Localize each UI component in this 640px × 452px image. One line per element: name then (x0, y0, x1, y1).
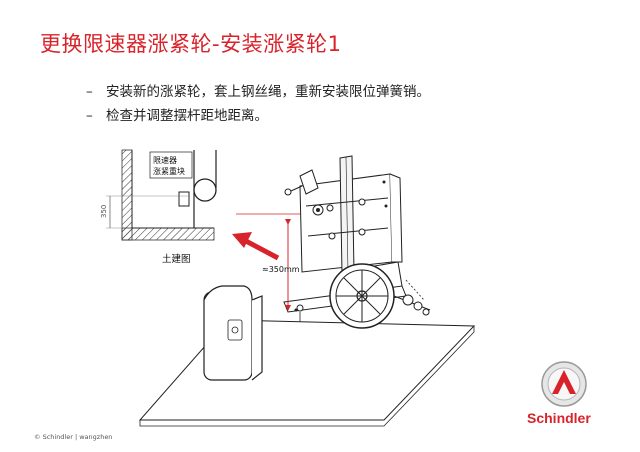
slide-title: 更换限速器涨紧轮-安装涨紧轮1 (40, 32, 342, 56)
axle-hardware (393, 279, 431, 316)
distance-label: ≈350mm (262, 265, 300, 274)
footer-copyright: © Schindler | wangzhen (34, 433, 113, 441)
schindler-logo-text: Schindler (527, 410, 591, 426)
bullet-item: –检查并调整摆杆距地距离。 (86, 104, 430, 128)
red-arrow-icon (232, 232, 280, 261)
pit-label-line1: 限速器 (153, 156, 177, 165)
bullet-text: 安装新的涨紧轮，套上钢丝绳，重新安装限位弹簧销。 (106, 84, 430, 100)
pit-floor (138, 319, 476, 427)
dimension-350-text: 350 (100, 205, 108, 218)
bullet-text: 检查并调整摆杆距地距离。 (106, 108, 268, 124)
guide-rail-assembly (284, 155, 403, 275)
civil-pit-drawing: 限速器 涨紧重块 350 土建图 (100, 149, 217, 265)
schindler-logo-icon (541, 361, 587, 407)
civil-drawing-caption: 土建图 (162, 253, 191, 265)
bullet-dash: – (86, 108, 93, 124)
tension-pulley-wheel (329, 263, 395, 329)
pit-label-line2: 涨紧重块 (153, 166, 185, 176)
bullet-list: –安装新的涨紧轮，套上钢丝绳，重新安装限位弹簧销。 –检查并调整摆杆距地距离。 (86, 80, 430, 128)
tension-weight-block (203, 285, 263, 381)
bullet-dash: – (86, 84, 93, 100)
distance-indicator: ≈350mm (262, 219, 300, 311)
bullet-item: –安装新的涨紧轮，套上钢丝绳，重新安装限位弹簧销。 (86, 80, 430, 104)
